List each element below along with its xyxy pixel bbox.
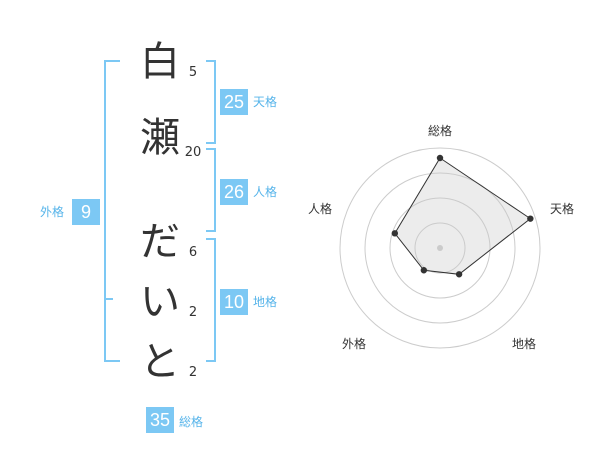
stroke-count-2: 20 — [184, 145, 202, 160]
radar-axis-label-jinkaku: 人格 — [308, 202, 333, 216]
radar-ring — [339, 147, 541, 349]
radar-axis-label-gaikaku: 外格 — [342, 337, 367, 351]
gaikaku-bracket — [104, 60, 120, 362]
name-char-2: 瀬 — [140, 115, 180, 161]
chikaku-label: 地格 — [253, 295, 278, 309]
radar-axis-label-tenkaku: 天格 — [550, 202, 575, 216]
name-char-5: と — [140, 339, 180, 385]
gaikaku-badge: 9 — [72, 199, 100, 225]
stroke-count-5: 2 — [188, 365, 198, 380]
soukaku-label: 総格 — [179, 415, 204, 429]
radar-series-shape — [394, 157, 532, 275]
gaikaku-label: 外格 — [40, 205, 65, 219]
radar-ring — [364, 172, 516, 324]
jinkaku-bracket — [206, 148, 216, 232]
chikaku-badge: 10 — [220, 289, 248, 315]
soukaku-badge: 35 — [146, 407, 174, 433]
jinkaku-label: 人格 — [253, 185, 278, 199]
radar-point-3 — [455, 271, 463, 278]
radar-point-1 — [436, 154, 444, 162]
name-char-1: 白 — [140, 39, 180, 85]
tenkaku-label: 天格 — [253, 95, 278, 109]
chikaku-bracket — [206, 238, 216, 362]
name-char-4: い — [140, 279, 180, 325]
radar-center-dot — [437, 245, 443, 251]
name-char-3: だ — [140, 219, 180, 265]
radar-ring — [414, 222, 466, 274]
radar-point-2 — [527, 215, 534, 222]
stroke-count-4: 2 — [188, 305, 198, 320]
radar-axis-label-chikaku: 地格 — [512, 337, 537, 351]
stroke-count-1: 5 — [188, 65, 198, 80]
radar-point-5 — [391, 230, 399, 237]
gaikaku-bracket-tick — [104, 298, 113, 300]
radar-point-4 — [420, 267, 428, 274]
radar-ring — [389, 197, 491, 299]
radar-axis-label-soukaku: 総格 — [428, 124, 453, 138]
stroke-count-3: 6 — [188, 245, 198, 260]
tenkaku-badge: 25 — [220, 89, 248, 115]
tenkaku-bracket — [206, 60, 216, 144]
jinkaku-badge: 26 — [220, 179, 248, 205]
